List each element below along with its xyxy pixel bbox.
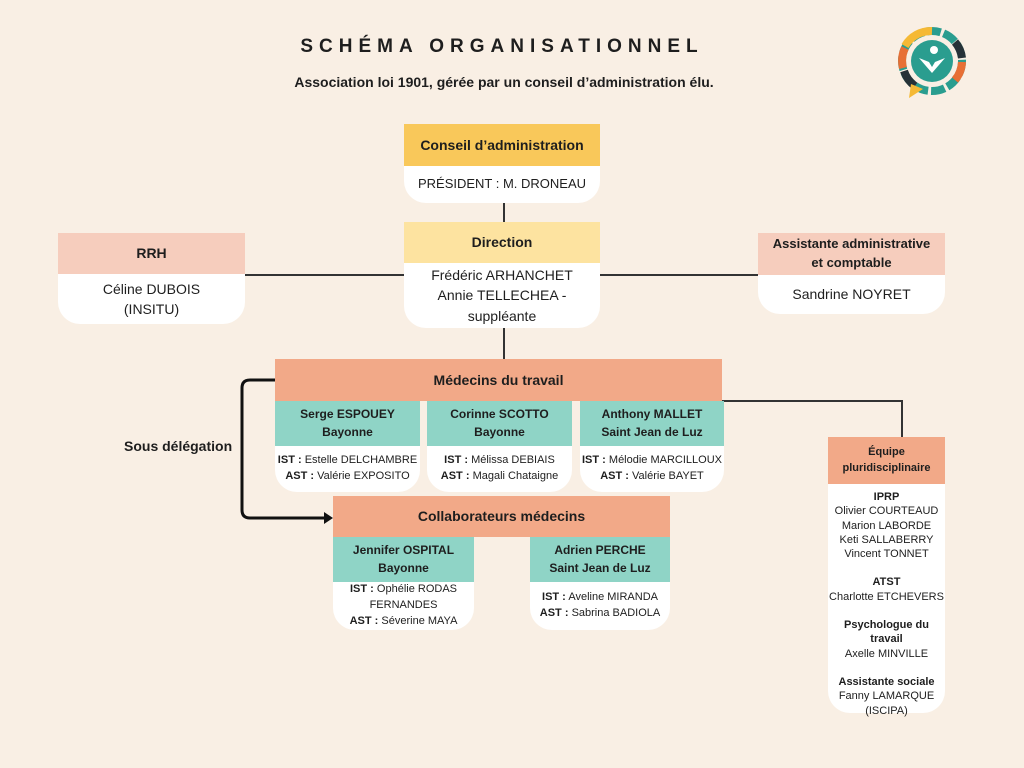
ast-name: Valérie EXPOSITO <box>317 470 410 482</box>
medecin-name: Anthony MALLET <box>601 407 703 422</box>
connector <box>503 328 505 359</box>
medecin-card: Anthony MALLET Saint Jean de Luz IST : Mé… <box>580 401 724 492</box>
assistante-title: et comptable <box>811 255 892 270</box>
member: (ISCIPA) <box>865 704 908 717</box>
connector <box>901 400 903 437</box>
delegation-arrow <box>240 378 333 524</box>
collaborateur-name: Adrien PERCHE <box>554 543 646 558</box>
medecin-name: Corinne SCOTTO <box>450 407 549 422</box>
ist-name: Aveline MIRANDA <box>568 591 658 604</box>
member: Vincent TONNET <box>844 548 929 561</box>
ast-name: Magali Chataigne <box>472 470 559 482</box>
member: Keti SALLABERRY <box>839 533 934 546</box>
assistante-body: Sandrine NOYRET <box>758 275 945 314</box>
conseil-box: Conseil d’administration PRÉSIDENT : M. … <box>404 124 600 203</box>
ist-label: IST : <box>350 583 374 596</box>
connector <box>503 203 505 222</box>
ast-name: Valérie BAYET <box>632 470 704 482</box>
conseil-title: Conseil d’administration <box>404 124 600 166</box>
ast-label: AST : <box>285 470 315 482</box>
ast-label: AST : <box>349 614 379 627</box>
rrh-line: (INSITU) <box>123 301 180 317</box>
group-title: Assistante sociale <box>838 675 935 688</box>
connector <box>722 400 902 402</box>
collaborateurs-title: Collaborateurs médecins <box>333 496 670 537</box>
ist-name: Ophélie RODAS <box>376 583 457 596</box>
member: Charlotte ETCHEVERS <box>829 590 944 603</box>
ast-name: Sabrina BADIOLA <box>571 607 661 619</box>
ist-name: Mélodie MARCILLOUX <box>608 454 722 467</box>
member: Axelle MINVILLE <box>844 647 929 660</box>
ist-name-cont: FERNANDES <box>369 599 438 612</box>
equipe-box: Équipe pluridisciplinaire IPRP Olivier C… <box>828 437 945 717</box>
medecin-card: Serge ESPOUEY Bayonne IST : Estelle DELCH… <box>275 401 420 492</box>
medecin-card: Corinne SCOTTO Bayonne IST : Mélissa DEBI… <box>427 401 572 492</box>
connector <box>600 274 758 276</box>
group-title: ATST <box>872 576 901 589</box>
collaborateur-city: Bayonne <box>378 560 429 575</box>
medecin-name: Serge ESPOUEY <box>300 407 395 422</box>
delegation-label: Sous délégation <box>124 438 233 454</box>
ast-name: Séverine MAYA <box>381 614 458 627</box>
ist-label: IST : <box>582 454 606 467</box>
page-subtitle: Association loi 1901, gérée par un conse… <box>294 74 714 90</box>
ist-label: IST : <box>277 454 302 467</box>
group-title: IPRP <box>873 491 900 503</box>
medecin-city: Bayonne <box>322 424 373 439</box>
logo-icon <box>898 27 966 98</box>
collaborateur-city: Saint Jean de Luz <box>549 560 651 575</box>
ast-label: AST : <box>600 470 629 482</box>
member: Marion LABORDE <box>841 519 932 532</box>
ist-name: Estelle DELCHAMBRE <box>304 454 418 467</box>
page-title: SCHÉMA ORGANISATIONNEL <box>300 36 704 57</box>
rrh-title: RRH <box>58 233 245 274</box>
member: Fanny LAMARQUE <box>838 690 935 703</box>
assistante-box: Assistante administrative et comptable S… <box>758 233 945 314</box>
group-title: Psychologue du travail <box>844 619 929 646</box>
direction-line: Frédéric ARHANCHET <box>431 267 573 284</box>
direction-line: Annie TELLECHEA - <box>437 287 567 304</box>
assistante-title: Assistante administrative <box>772 236 931 252</box>
ist-name: Mélissa DEBIAIS <box>471 454 555 467</box>
collaborateur-card: Adrien PERCHE Saint Jean de Luz IST : Ave… <box>530 537 670 630</box>
collaborateur-name: Jennifer OSPITAL <box>352 543 455 558</box>
direction-box: Direction Frédéric ARHANCHET Annie TELLE… <box>404 222 600 328</box>
direction-line: suppléante <box>467 307 537 324</box>
logo <box>897 26 967 98</box>
member: Olivier COURTEAUD <box>834 505 939 518</box>
equipe-title: Équipe pluridisciplinaire <box>828 437 945 484</box>
connector <box>245 274 404 276</box>
collaborateur-card: Jennifer OSPITAL Bayonne IST : Ophélie RO… <box>333 537 474 630</box>
ist-label: IST : <box>542 591 566 604</box>
ast-label: AST : <box>440 470 470 482</box>
medecin-city: Saint Jean de Luz <box>601 424 703 439</box>
ast-label: AST : <box>539 607 569 619</box>
direction-title: Direction <box>404 222 600 263</box>
conseil-body: PRÉSIDENT : M. DRONEAU <box>404 166 600 203</box>
rrh-line: Céline DUBOIS <box>102 280 201 297</box>
medecin-city: Bayonne <box>474 424 525 439</box>
ist-label: IST : <box>444 454 469 467</box>
medecins-title: Médecins du travail <box>275 359 722 401</box>
rrh-box: RRH Céline DUBOIS (INSITU) <box>58 233 245 324</box>
